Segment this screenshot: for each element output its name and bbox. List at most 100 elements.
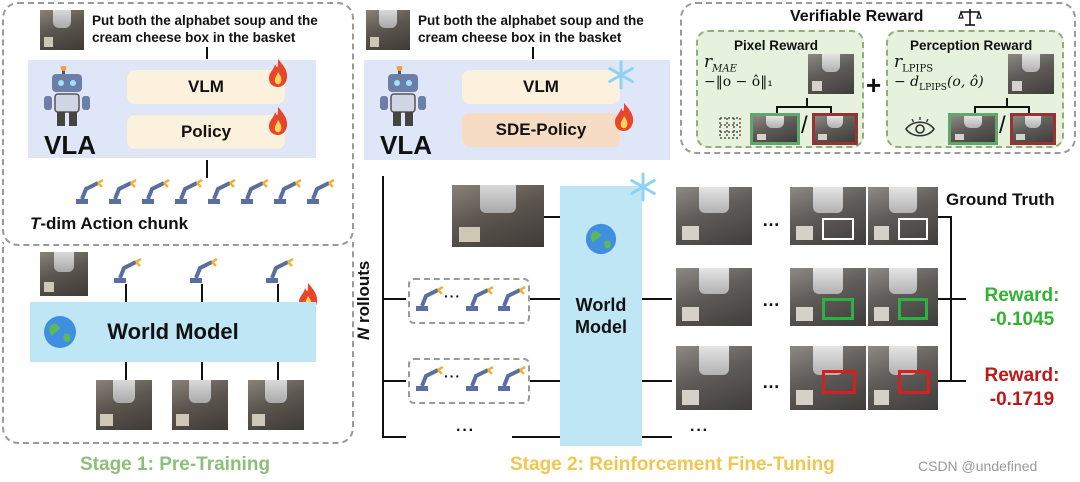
stage1-action-chunk-label: T-dim Action chunk <box>30 214 189 233</box>
robot-icon <box>44 66 90 126</box>
robot-arm-icon <box>114 257 142 283</box>
connector-line <box>1028 106 1030 114</box>
fire-icon <box>615 103 634 131</box>
connector-line <box>974 106 1030 108</box>
connector-line <box>950 380 966 382</box>
robot-icon <box>380 66 426 126</box>
reward-bad: Reward:-0.1719 <box>984 365 1060 410</box>
pixel-grid-icon <box>719 117 741 139</box>
verifiable-reward-panel <box>680 2 1076 154</box>
rollout-ellipsis: ··· <box>444 288 461 304</box>
perception-slash: / <box>999 112 1006 139</box>
connector-line <box>530 298 560 300</box>
connector-line <box>974 106 976 114</box>
mismatch-highlight-red <box>898 370 930 394</box>
stage2-arrow-instr <box>532 47 534 59</box>
perception-reference-frame <box>1008 54 1054 94</box>
stage2-instruction: Put both the alphabet soup and the cream… <box>418 13 644 45</box>
stage1-output-frame <box>96 380 152 430</box>
pixel-bad-frame <box>812 113 858 145</box>
fire-icon <box>269 107 288 135</box>
ground-truth-highlight <box>822 218 854 240</box>
reward-good: Reward:-0.1045 <box>984 285 1060 330</box>
robot-arm-icon <box>416 285 444 311</box>
connector-line <box>938 298 952 300</box>
rollout-action-box <box>408 358 530 404</box>
stage1-world-model-label: World Model <box>107 319 239 344</box>
robot-arm-icon <box>498 285 526 311</box>
rollout-ellipsis: ··· <box>444 368 461 384</box>
stage1-instruction: Put both the alphabet soup and the cream… <box>92 13 318 45</box>
rollouts-label: N rollouts <box>354 260 373 340</box>
stage2-vla-label: VLA <box>380 130 432 160</box>
stage2-sde-policy-label: SDE-Policy <box>495 120 587 139</box>
ground-truth-frame <box>676 187 752 245</box>
ground-truth-label: Ground Truth <box>946 190 1055 209</box>
rollout-ellipsis: ··· <box>690 422 709 439</box>
stage1-vlm-box: VLM <box>127 70 285 104</box>
connector-line <box>806 98 808 108</box>
rollout-action-box <box>408 278 530 324</box>
connector-line <box>277 284 279 302</box>
robot-arm-icon <box>307 178 335 204</box>
connector-line <box>776 106 778 114</box>
globe-icon <box>44 316 76 348</box>
connector-line <box>512 436 560 438</box>
connector-line <box>830 106 832 114</box>
stage1-policy-label: Policy <box>180 122 232 141</box>
match-highlight-green <box>822 298 854 320</box>
stage2-label: Stage 2: Reinforcement Fine-Tuning <box>510 454 835 475</box>
match-highlight-green <box>898 298 928 320</box>
connector-line <box>642 298 672 300</box>
robot-arm-icon <box>498 365 526 391</box>
perception-reward-symbol: rLPIPS <box>894 52 934 75</box>
perception-good-frame <box>948 113 998 145</box>
rollout-ellipsis: ··· <box>456 422 475 439</box>
connector-line <box>125 284 127 302</box>
stage2-vlm-box: VLM <box>462 70 620 104</box>
connector-line <box>201 362 203 380</box>
connector-line <box>382 436 406 438</box>
frame-ellipsis: … <box>762 210 781 230</box>
connector-line <box>125 362 127 380</box>
connector-line <box>776 106 832 108</box>
connector-line <box>938 216 952 218</box>
pixel-reference-frame <box>808 54 854 94</box>
robot-arm-icon <box>466 285 494 311</box>
connector-line <box>642 380 672 382</box>
connector-line <box>642 436 672 438</box>
pixel-reward-symbol: rMAE <box>704 52 737 75</box>
stage2-initial-frame <box>452 185 544 247</box>
pixel-slash: / <box>801 112 808 139</box>
mismatch-highlight-red <box>822 370 856 394</box>
robot-arm-icon <box>76 178 104 204</box>
robot-arm-icon <box>241 178 269 204</box>
plus-sign: + <box>866 70 882 100</box>
rollout-spine <box>382 176 384 438</box>
pixel-reward-formula: −‖o − ô‖₁ <box>704 74 773 90</box>
frame-ellipsis: … <box>762 372 781 392</box>
connector-line <box>938 380 952 382</box>
globe-icon <box>585 223 617 255</box>
stage1-input-frame <box>40 252 88 296</box>
connector-line <box>1006 98 1008 108</box>
perception-reward-title: Perception Reward <box>910 38 1033 53</box>
stage1-observation-image <box>40 10 84 50</box>
snowflake-icon <box>630 172 656 202</box>
rollout-frame <box>868 346 938 410</box>
verifiable-reward-title: Verifiable Reward <box>790 8 924 25</box>
stage1-label: Stage 1: Pre-Training <box>80 454 271 475</box>
connector-line <box>201 284 203 302</box>
robot-arm-icon <box>466 365 494 391</box>
connector-line <box>382 298 406 300</box>
rollout-frame <box>676 268 752 326</box>
stage1-output-frame <box>248 380 304 430</box>
stage2-sde-policy-box: SDE-Policy <box>462 113 620 147</box>
perception-bad-frame <box>1010 113 1056 145</box>
stage1-lower-panel <box>2 242 354 444</box>
robot-arm-icon <box>142 178 170 204</box>
connector-line <box>530 380 560 382</box>
perception-reward-formula: − dLPIPS(o, ô) <box>894 74 984 93</box>
stage1-world-model: World Model <box>30 302 316 362</box>
stage1-arrow-instr <box>206 47 208 59</box>
